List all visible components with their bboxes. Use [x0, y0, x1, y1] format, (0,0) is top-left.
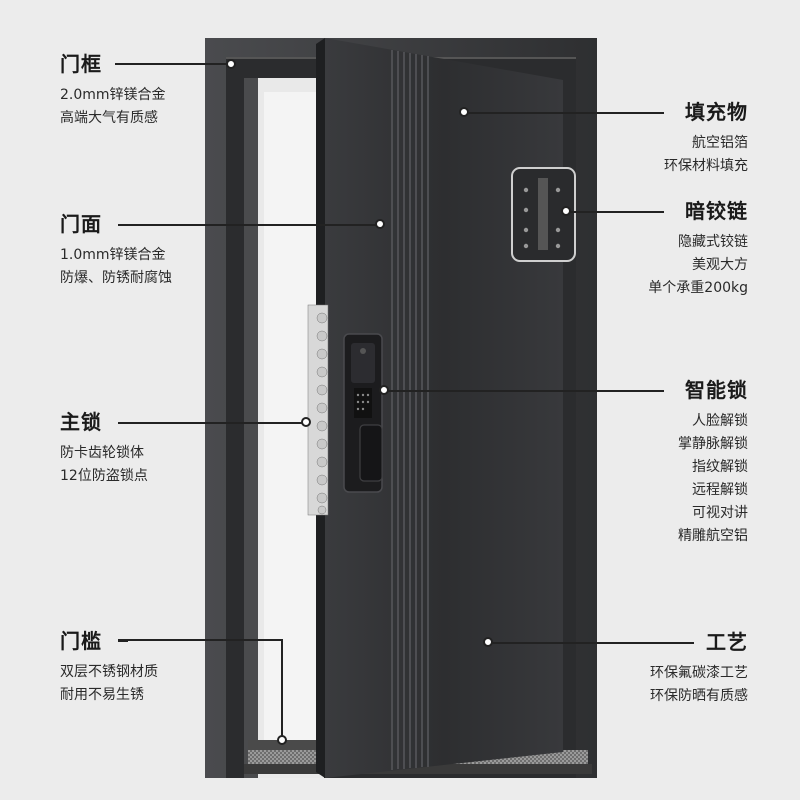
callout-smart-lock-line: 掌静脉解锁: [678, 436, 748, 452]
marker-frame: [226, 59, 236, 69]
marker-main-lock: [301, 417, 311, 427]
callout-hinge-line: 美观大方: [692, 257, 748, 273]
callout-panel-title: 门面: [60, 212, 102, 236]
callout-frame-title: 门框: [60, 52, 102, 76]
callout-frame-line: 高端大气有质感: [60, 110, 158, 126]
lock-bolts: [307, 304, 329, 516]
callout-smart-lock-line: 精雕航空铝: [678, 528, 748, 544]
leader-main-lock: [118, 422, 306, 424]
marker-smart-lock: [379, 385, 389, 395]
marker-craft: [483, 637, 493, 647]
callout-filling-line: 环保材料填充: [664, 158, 748, 174]
smart-lock-device: [343, 333, 383, 493]
callout-craft-title: 工艺: [706, 630, 748, 654]
callout-filling: 填充物 航空铝箔 环保材料填充: [664, 100, 748, 178]
callout-frame: 门框 2.0mm锌镁合金 高端大气有质感: [60, 52, 166, 130]
callout-main-lock-line: 防卡齿轮锁体: [60, 445, 144, 461]
callout-panel-line: 1.0mm锌镁合金: [60, 247, 166, 263]
callout-smart-lock-title: 智能锁: [685, 378, 748, 402]
callout-frame-line: 2.0mm锌镁合金: [60, 87, 166, 103]
marker-filling: [459, 107, 469, 117]
groove-stripes: [391, 50, 429, 770]
callout-craft: 工艺 环保氟碳漆工艺 环保防晒有质感: [650, 630, 748, 708]
callout-smart-lock-line: 人脸解锁: [692, 413, 748, 429]
hinge-inset: [511, 167, 576, 262]
callout-hinge-title: 暗铰链: [685, 199, 748, 223]
callout-threshold-line: 耐用不易生锈: [60, 687, 144, 703]
leader-frame: [115, 63, 231, 65]
callout-filling-line: 航空铝箔: [692, 135, 748, 151]
callout-hinge: 暗铰链 隐藏式铰链 美观大方 单个承重200kg: [648, 199, 748, 300]
callout-smart-lock-line: 远程解锁: [692, 482, 748, 498]
leader-craft: [488, 642, 694, 644]
callout-threshold: 门槛 双层不锈钢材质 耐用不易生锈: [60, 629, 158, 707]
callout-main-lock-title: 主锁: [60, 410, 102, 434]
marker-hinge: [561, 206, 571, 216]
leader-panel: [118, 224, 380, 226]
callout-hinge-line: 隐藏式铰链: [678, 234, 748, 250]
marker-panel: [375, 219, 385, 229]
callout-smart-lock: 智能锁 人脸解锁 掌静脉解锁 指纹解锁 远程解锁 可视对讲 精雕航空铝: [678, 378, 748, 548]
callout-main-lock: 主锁 防卡齿轮锁体 12位防盗锁点: [60, 410, 148, 488]
callout-main-lock-line: 12位防盗锁点: [60, 468, 148, 484]
leader-smart-lock: [384, 390, 664, 392]
leader-hinge: [566, 211, 664, 213]
marker-threshold: [277, 735, 287, 745]
callout-panel-line: 防爆、防锈耐腐蚀: [60, 270, 172, 286]
callout-threshold-line: 双层不锈钢材质: [60, 664, 158, 680]
leader-filling: [464, 112, 664, 114]
callout-craft-line: 环保氟碳漆工艺: [650, 665, 748, 681]
callout-smart-lock-line: 可视对讲: [692, 505, 748, 521]
callout-smart-lock-line: 指纹解锁: [692, 459, 748, 475]
callout-hinge-line: 单个承重200kg: [648, 280, 748, 296]
callout-craft-line: 环保防晒有质感: [650, 688, 748, 704]
callout-panel: 门面 1.0mm锌镁合金 防爆、防锈耐腐蚀: [60, 212, 172, 290]
callout-threshold-title: 门槛: [60, 629, 102, 653]
callout-filling-title: 填充物: [685, 100, 748, 124]
